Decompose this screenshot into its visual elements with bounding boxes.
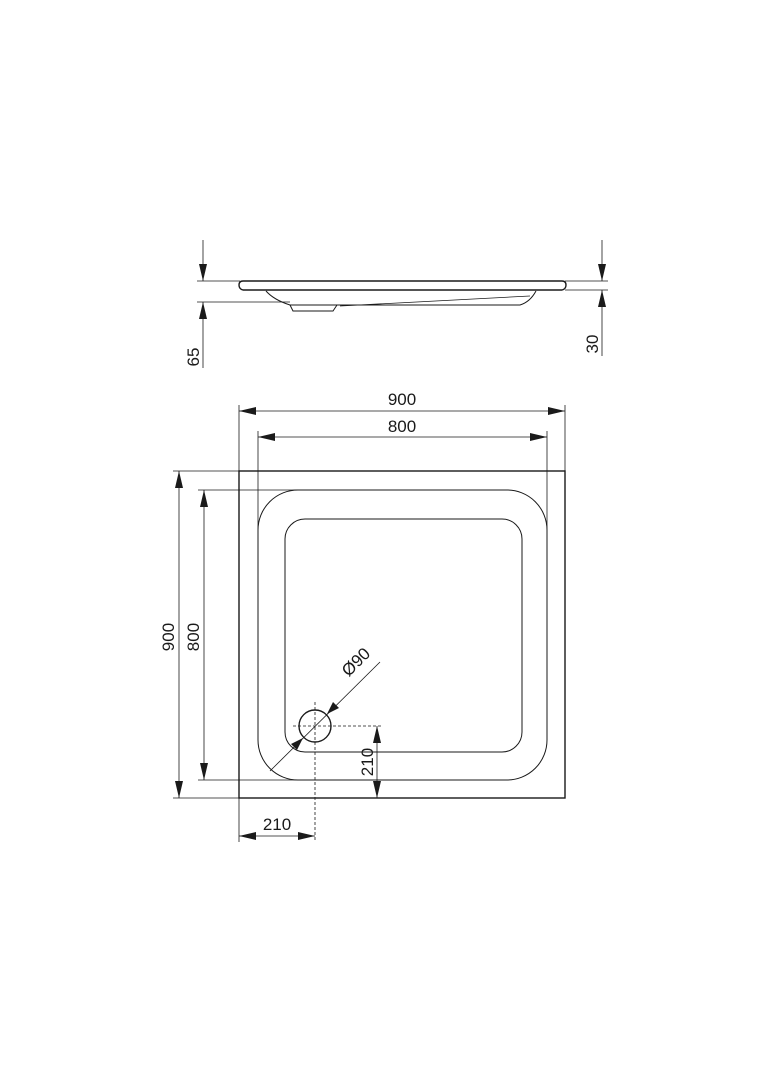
dim-drain-offset-y-label: 210 (358, 748, 377, 776)
drain-diameter-arrow-2 (327, 702, 339, 714)
drain-diameter-label: Ø90 (338, 644, 374, 680)
top-view-inner-basin (257, 489, 548, 781)
dim-drain-offset-x-label: 210 (263, 815, 291, 834)
dim-drain-x-arrow-right (298, 832, 315, 840)
dim-v800-arrow-top (200, 490, 208, 507)
side-total-height-label: 65 (184, 348, 203, 367)
dim-drain-y-arrow-top (373, 726, 381, 743)
dim-900-arrow-left (239, 407, 256, 415)
side-view-drain-line (339, 295, 531, 307)
dim-inner-width-label: 800 (388, 417, 416, 436)
dim-outer-depth-label: 900 (159, 623, 178, 651)
top-view-basin-floor (284, 518, 523, 753)
side-view-rim (238, 280, 567, 291)
side-left-arrow-bottom (199, 302, 207, 319)
side-view-body (265, 290, 537, 306)
side-right-arrow-top (598, 264, 606, 281)
dim-900-arrow-right (548, 407, 565, 415)
dim-v800-arrow-bottom (200, 763, 208, 780)
side-view-drain (289, 304, 338, 312)
dim-drain-y-arrow-bottom (373, 781, 381, 798)
side-right-arrow-bottom (598, 290, 606, 307)
side-rim-height-label: 30 (583, 335, 602, 354)
dim-800-arrow-right (530, 433, 547, 441)
side-left-arrow-top (199, 264, 207, 281)
top-view: Ø90 900 800 900 800 210 (159, 390, 566, 842)
dim-800-arrow-left (258, 433, 275, 441)
dim-v900-arrow-bottom (175, 781, 183, 798)
dim-inner-depth-label: 800 (184, 623, 203, 651)
top-view-outer-outline (238, 470, 566, 799)
dim-drain-x-arrow-left (239, 832, 256, 840)
side-view: 65 30 (184, 240, 608, 368)
drain-diameter-arrow-1 (291, 738, 303, 750)
dim-outer-width-label: 900 (388, 390, 416, 409)
dim-v900-arrow-top (175, 471, 183, 488)
drain-diameter-leader (269, 661, 381, 772)
